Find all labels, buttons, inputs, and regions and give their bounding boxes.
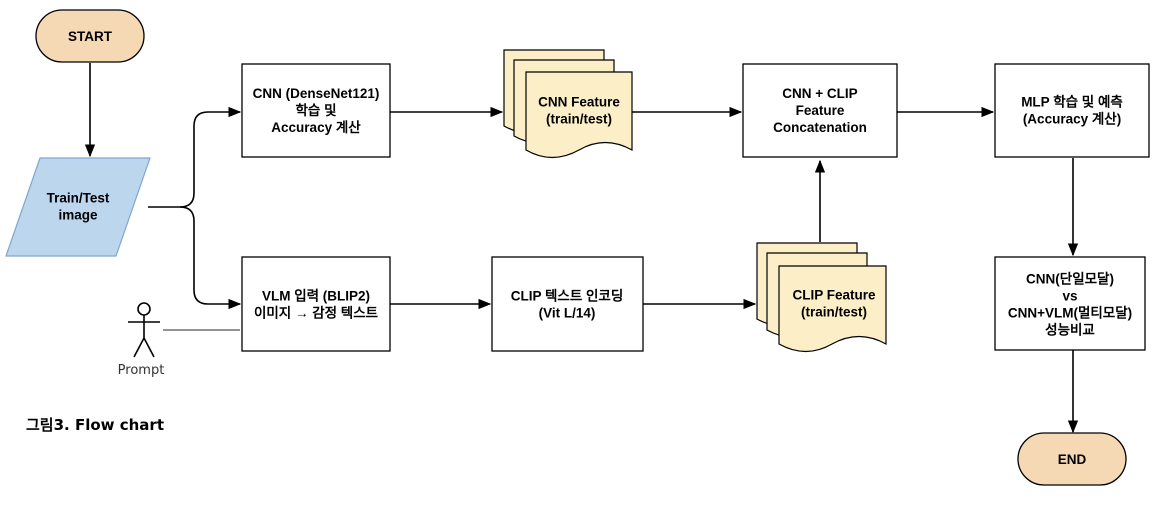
vlm-input-line-2: 이미지 → 감정 텍스트 xyxy=(254,305,379,321)
cnn-feature-node: CNN Feature (train/test) xyxy=(503,49,633,159)
compare-line-1: CNN(단일모달) xyxy=(1026,271,1114,287)
cnn-train-line-3: Accuracy 계산 xyxy=(271,119,361,135)
vlm-input-label: VLM 입력 (BLIP2)이미지 → 감정 텍스트 xyxy=(254,289,379,321)
mlp-label: MLP 학습 및 예측(Accuracy 계산) xyxy=(1021,94,1123,127)
compare-line-3: CNN+VLM(멀티모달) xyxy=(1008,306,1132,321)
compare-line-4: 성능비교 xyxy=(1045,323,1095,338)
mlp-node: MLP 학습 및 예측(Accuracy 계산) xyxy=(994,63,1150,158)
start-line-1: START xyxy=(68,29,113,44)
concat-line-1: CNN + CLIP xyxy=(782,86,857,101)
end-label: END xyxy=(1058,452,1087,467)
vlm-input-node: VLM 입력 (BLIP2)이미지 → 감정 텍스트 xyxy=(241,256,391,352)
cnn-train-line-2: 학습 및 xyxy=(295,102,336,118)
person-icon xyxy=(128,302,160,358)
end-line-1: END xyxy=(1058,452,1087,467)
start-node: START xyxy=(35,9,145,63)
vlm-input-line-1: VLM 입력 (BLIP2) xyxy=(262,289,370,304)
concat-line-3: Concatenation xyxy=(773,120,867,135)
input-image-line-1: Train/Test xyxy=(47,191,110,206)
edge-input-to-vlm xyxy=(179,206,242,310)
clip-feature-line-2: (train/test) xyxy=(801,305,867,320)
clip-encode-label: CLIP 텍스트 인코딩 (Vit L/14) xyxy=(511,288,624,321)
clip-feature-label: CLIP Feature (train/test) xyxy=(792,288,876,320)
cnn-feature-label: CNN Feature (train/test) xyxy=(538,95,620,127)
edge-input-to-cnn xyxy=(148,106,242,208)
clip-encode-node: CLIP 텍스트 인코딩 (Vit L/14) xyxy=(491,256,644,352)
input-image-line-2: image xyxy=(58,208,98,223)
clip-encode-line-1: CLIP 텍스트 인코딩 xyxy=(511,288,624,304)
concat-line-2: Feature xyxy=(796,103,845,118)
mlp-line-1: MLP 학습 및 예측 xyxy=(1021,94,1123,110)
cnn-feature-line-2: (train/test) xyxy=(546,112,612,127)
input-image-node: Train/Test image xyxy=(5,157,151,257)
figure-caption: 그림3. Flow chart xyxy=(26,416,164,434)
clip-feature-line-1: CLIP Feature xyxy=(792,288,876,303)
prompt-actor: Prompt xyxy=(118,302,165,378)
start-label: START xyxy=(68,29,113,44)
clip-feature-node: CLIP Feature (train/test) xyxy=(756,242,887,353)
end-node: END xyxy=(1017,432,1127,486)
clip-encode-line-2: (Vit L/14) xyxy=(539,306,596,321)
mlp-line-2: (Accuracy 계산) xyxy=(1023,111,1121,127)
prompt-label: Prompt xyxy=(118,363,165,378)
compare-line-2: vs xyxy=(1062,289,1077,304)
cnn-feature-line-1: CNN Feature xyxy=(538,95,620,110)
edges xyxy=(84,63,1079,434)
cnn-train-line-1: CNN (DenseNet121) xyxy=(253,86,380,101)
input-image-label: Train/Test image xyxy=(47,191,110,223)
